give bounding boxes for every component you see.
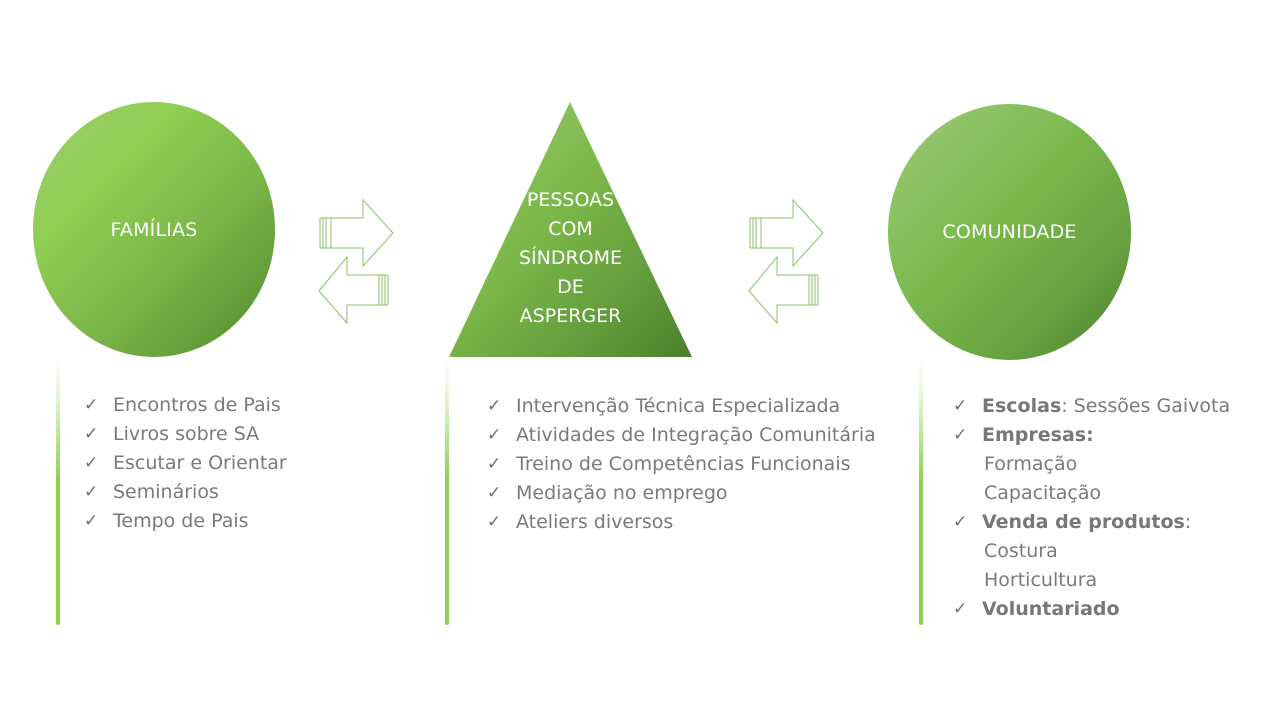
checkmark-icon: ✓ bbox=[953, 599, 968, 619]
node-familias-circle: FAMÍLIAS bbox=[33, 102, 275, 357]
node-pessoas-label: PESSOAS COM SÍNDROME DE ASPERGER bbox=[518, 189, 623, 327]
checkmark-icon: ✓ bbox=[487, 425, 502, 445]
node-familias-label: FAMÍLIAS bbox=[110, 218, 198, 241]
checkmark-icon: ✓ bbox=[487, 512, 502, 532]
checkmark-icon: ✓ bbox=[84, 453, 99, 473]
list-subitem: Costura bbox=[984, 540, 1058, 562]
accent-bar-pessoas bbox=[445, 360, 449, 625]
accent-bar-comunidade bbox=[919, 360, 923, 625]
list-item: ✓Mediação no emprego bbox=[487, 479, 876, 508]
accent-bar-familias bbox=[56, 360, 60, 625]
checkmark-icon: ✓ bbox=[84, 395, 99, 415]
pessoas-list: ✓Intervenção Técnica Especializada ✓Ativ… bbox=[487, 392, 876, 537]
node-pessoas-triangle: PESSOAS COM SÍNDROME DE ASPERGER bbox=[449, 102, 692, 357]
bidirectional-arrows-icon-left bbox=[316, 196, 396, 326]
list-item: ✓Empresas: bbox=[953, 421, 1230, 450]
list-item: ✓Treino de Competências Funcionais bbox=[487, 450, 876, 479]
list-item: ✓Atividades de Integração Comunitária bbox=[487, 421, 876, 450]
list-subitem: Capacitação bbox=[984, 482, 1102, 504]
list-item: ✓Tempo de Pais bbox=[84, 507, 287, 536]
list-item: ✓Seminários bbox=[84, 478, 287, 507]
bidirectional-arrows-icon-right bbox=[746, 196, 826, 326]
checkmark-icon: ✓ bbox=[953, 512, 968, 532]
checkmark-icon: ✓ bbox=[953, 425, 968, 445]
list-item: ✓Encontros de Pais bbox=[84, 391, 287, 420]
list-subitem: Formação bbox=[984, 453, 1078, 475]
list-subitem: Horticultura bbox=[984, 569, 1098, 591]
list-item: ✓Escolas: Sessões Gaivota bbox=[953, 392, 1230, 421]
checkmark-icon: ✓ bbox=[84, 424, 99, 444]
checkmark-icon: ✓ bbox=[84, 482, 99, 502]
list-item: ✓Ateliers diversos bbox=[487, 508, 876, 537]
node-comunidade-circle: COMUNIDADE bbox=[888, 104, 1131, 360]
comunidade-list: ✓Escolas: Sessões Gaivota ✓Empresas: For… bbox=[953, 392, 1230, 624]
list-item: ✓Intervenção Técnica Especializada bbox=[487, 392, 876, 421]
checkmark-icon: ✓ bbox=[487, 483, 502, 503]
list-item: ✓Livros sobre SA bbox=[84, 420, 287, 449]
checkmark-icon: ✓ bbox=[84, 511, 99, 531]
checkmark-icon: ✓ bbox=[487, 396, 502, 416]
node-comunidade-label: COMUNIDADE bbox=[942, 221, 1077, 243]
list-item: ✓Venda de produtos: bbox=[953, 508, 1230, 537]
checkmark-icon: ✓ bbox=[487, 454, 502, 474]
checkmark-icon: ✓ bbox=[953, 396, 968, 416]
familias-list: ✓Encontros de Pais ✓Livros sobre SA ✓Esc… bbox=[84, 391, 287, 536]
list-item: ✓Voluntariado bbox=[953, 595, 1230, 624]
list-item: ✓Escutar e Orientar bbox=[84, 449, 287, 478]
